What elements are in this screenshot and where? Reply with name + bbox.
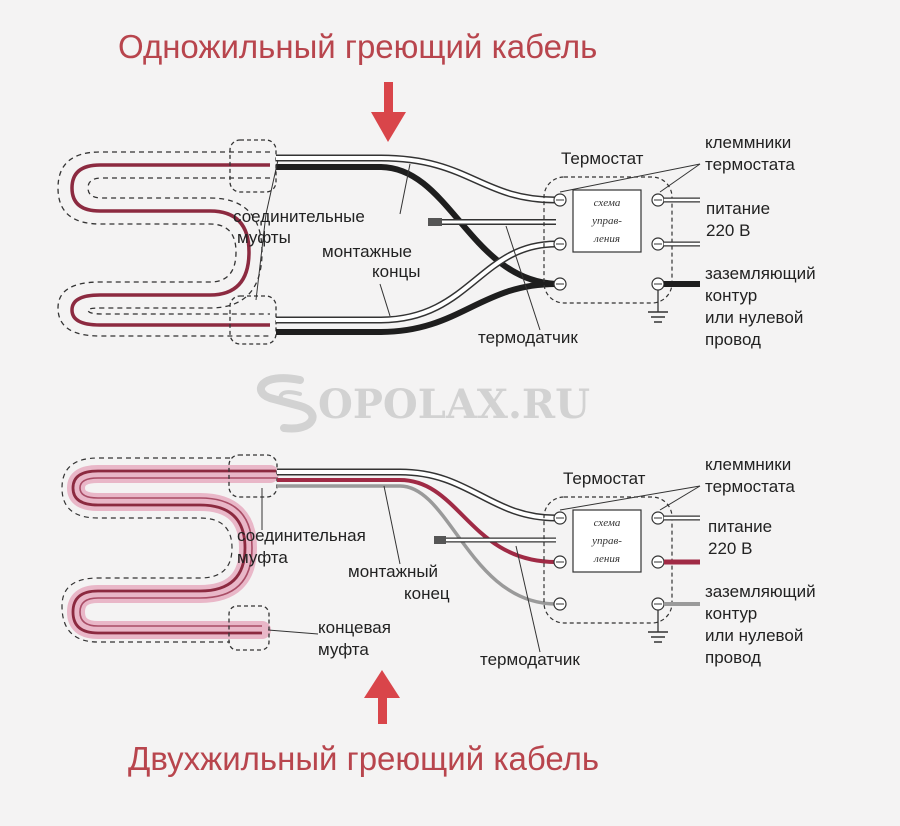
bottom-coupling-label-1: соединительная <box>237 526 366 545</box>
top-power-label-2: 220 В <box>706 221 750 240</box>
bottom-end-coupling-label-2: муфта <box>318 640 369 659</box>
top-leaders <box>255 159 701 331</box>
bottom-ground-label-3: или нулевой <box>705 626 803 645</box>
top-sensor-label: термодатчик <box>478 328 578 347</box>
top-mount-label-1: монтажные <box>322 242 412 261</box>
top-mount-label-2: концы <box>372 262 420 281</box>
bottom-end-coupling <box>228 605 270 651</box>
top-box-text-1: схема <box>594 197 621 209</box>
bottom-thermostat: схема управ- ления <box>543 496 700 643</box>
top-thermostat: схема управ- ления <box>543 176 700 323</box>
bottom-mount-label-1: монтажный <box>348 562 438 581</box>
bottom-end-coupling-leader <box>267 629 319 635</box>
bottom-mount-label-2: конец <box>404 584 450 603</box>
top-mount-wires <box>276 154 557 335</box>
top-thermostat-label: Термостат <box>561 149 644 168</box>
bottom-ground-label-2: контур <box>705 604 757 623</box>
top-box-text-2: управ- <box>591 215 622 227</box>
bottom-ground-label-1: заземляющий <box>705 582 816 601</box>
bottom-end-coupling-label-1: концевая <box>318 618 391 637</box>
bottom-arrow-icon <box>364 670 400 724</box>
bottom-coupling <box>228 454 278 498</box>
bottom-title: Двухжильный греющий кабель <box>128 740 599 777</box>
top-terminals-label-1: клеммники <box>705 133 791 152</box>
top-ground-label-4: провод <box>705 330 761 349</box>
bottom-thermostat-label: Термостат <box>563 469 646 488</box>
bottom-ground-label-4: провод <box>705 648 761 667</box>
top-couplings-label-2: муфты <box>237 228 291 247</box>
bottom-sensor-label: термодатчик <box>480 650 580 669</box>
bottom-terminals-label-1: клеммники <box>705 455 791 474</box>
top-ground-label-2: контур <box>705 286 757 305</box>
top-ground-label-3: или нулевой <box>705 308 803 327</box>
bottom-terminals-label-2: термостата <box>705 477 795 496</box>
watermark-logo: OPOLAX.RU <box>256 374 590 433</box>
top-arrow-icon <box>371 82 406 142</box>
top-coupling-2 <box>229 295 277 345</box>
top-couplings-label-1: соединительные <box>233 207 365 226</box>
top-ground-label-1: заземляющий <box>705 264 816 283</box>
bottom-leaders <box>261 485 701 653</box>
bottom-box-text-3: ления <box>593 553 620 565</box>
bottom-mount-wires <box>277 468 557 606</box>
bottom-coupling-label-2: муфта <box>237 548 288 567</box>
top-box-text-3: ления <box>593 233 620 245</box>
top-title: Одножильный греющий кабель <box>118 28 597 65</box>
top-power-label-1: питание <box>706 199 770 218</box>
bottom-box-text-2: управ- <box>591 535 622 547</box>
bottom-power-label-1: питание <box>708 517 772 536</box>
bottom-heating-cable <box>61 457 279 643</box>
bottom-box-text-1: схема <box>594 517 621 529</box>
top-terminals-label-2: термостата <box>705 155 795 174</box>
bottom-power-label-2: 220 В <box>708 539 752 558</box>
watermark-text: OPOLAX.RU <box>318 381 590 428</box>
